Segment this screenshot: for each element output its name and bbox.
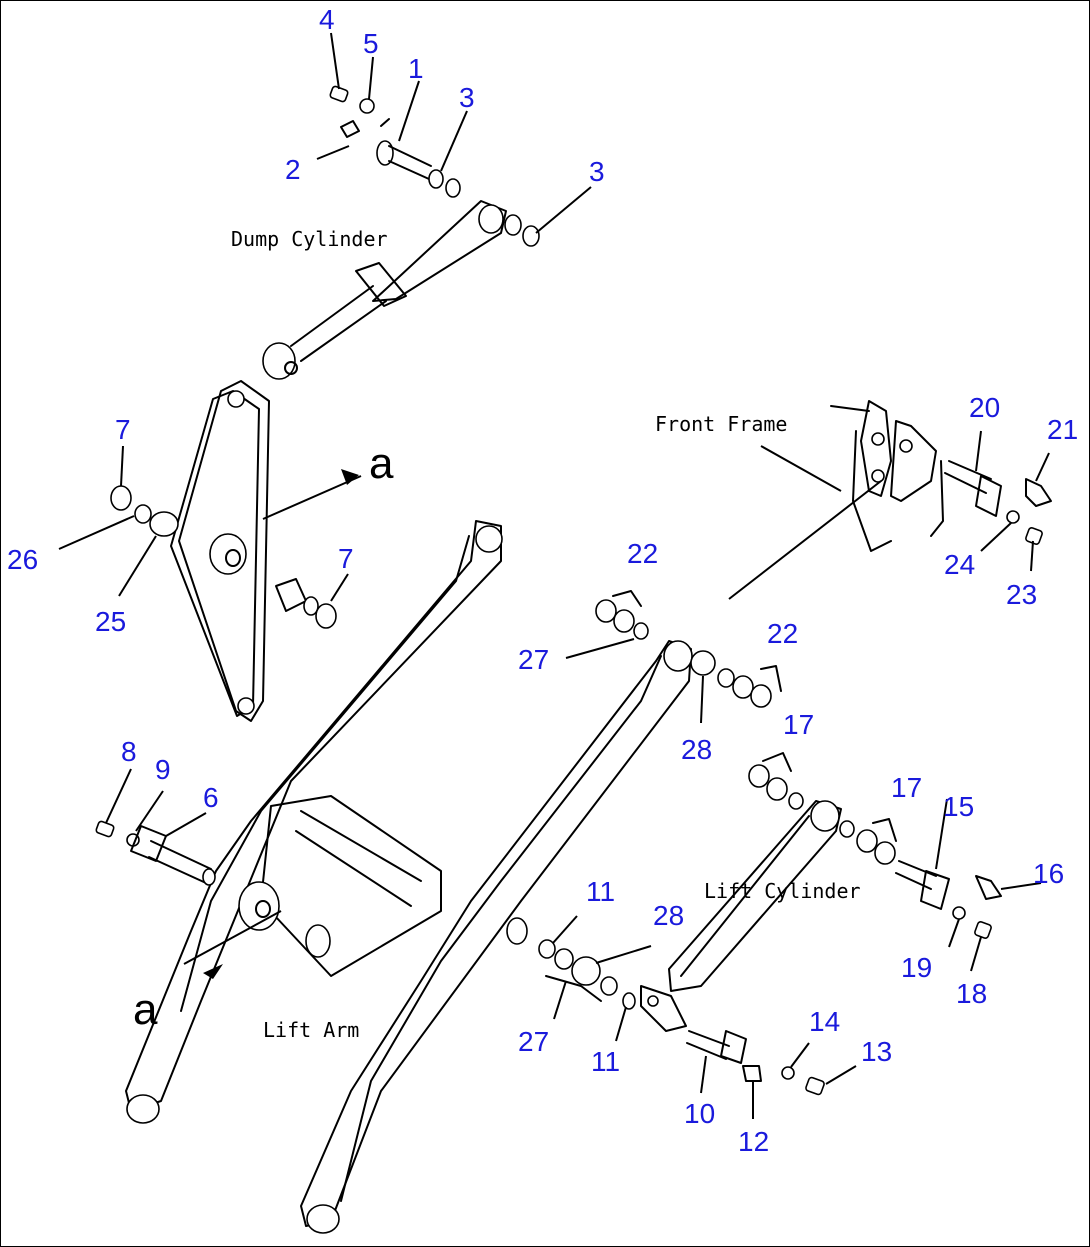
callout-25: 25	[95, 606, 126, 637]
lift-cylinder-label: Lift Cylinder	[704, 879, 861, 903]
callout-26: 26	[7, 544, 38, 575]
callout-13: 13	[861, 1036, 892, 1067]
front-frame	[830, 400, 944, 552]
callout-17-upper: 17	[783, 709, 814, 740]
section-arrow-upper	[341, 469, 359, 485]
callout-24: 24	[944, 549, 975, 580]
callout-22-lower: 22	[767, 618, 798, 649]
callout-12: 12	[738, 1126, 769, 1157]
dump-cylinder-pin-group	[329, 85, 540, 247]
callout-7-upper: 7	[115, 414, 131, 445]
lift-cylinder-bottom-pin-parts	[538, 939, 825, 1096]
lift-arm-pin-group	[95, 820, 216, 886]
callout-11-upper: 11	[586, 876, 615, 907]
lift-arm-label: Lift Arm	[263, 1018, 359, 1042]
callout-11-lower: 11	[591, 1046, 620, 1077]
callout-7-lower: 7	[338, 543, 354, 574]
lift-cylinder-top-pin-parts	[748, 752, 1002, 939]
callout-18: 18	[956, 978, 987, 1009]
callout-27-lower: 27	[518, 1026, 549, 1057]
section-a-lower-label: a	[133, 985, 158, 1034]
callout-28-lower: 28	[653, 900, 684, 931]
callout-28-upper: 28	[681, 734, 712, 765]
front-frame-label: Front Frame	[655, 412, 787, 436]
callout-2: 2	[285, 154, 301, 185]
dump-cylinder	[262, 200, 507, 380]
callout-22-upper: 22	[627, 538, 658, 569]
section-a-upper-label: a	[369, 439, 394, 488]
callout-5: 5	[363, 28, 379, 59]
callout-16: 16	[1033, 858, 1064, 889]
callout-27-upper: 27	[518, 644, 549, 675]
callout-6: 6	[203, 782, 219, 813]
leader-lines	[58, 32, 1050, 1119]
callout-21: 21	[1047, 414, 1078, 445]
callout-17-lower: 17	[891, 772, 922, 803]
section-arrow-lower	[203, 964, 223, 979]
callout-10: 10	[684, 1098, 715, 1129]
callout-9: 9	[155, 754, 171, 785]
callout-15: 15	[943, 791, 974, 822]
dump-cylinder-label: Dump Cylinder	[231, 227, 388, 251]
bell-crank-pin-parts	[110, 485, 337, 629]
callout-3-upper: 3	[459, 82, 475, 113]
callout-3-lower: 3	[589, 156, 605, 187]
callout-23: 23	[1006, 579, 1037, 610]
callout-8: 8	[121, 736, 137, 767]
callout-14: 14	[809, 1006, 840, 1037]
callout-4: 4	[319, 4, 335, 35]
front-frame-pin-group	[944, 460, 1052, 545]
bell-crank	[170, 380, 270, 722]
callout-19: 19	[901, 952, 932, 983]
lift-arm-upper-pin-parts	[595, 590, 782, 708]
callout-20: 20	[969, 392, 1000, 423]
lift-cylinder	[640, 800, 842, 1032]
callout-1: 1	[408, 53, 424, 84]
